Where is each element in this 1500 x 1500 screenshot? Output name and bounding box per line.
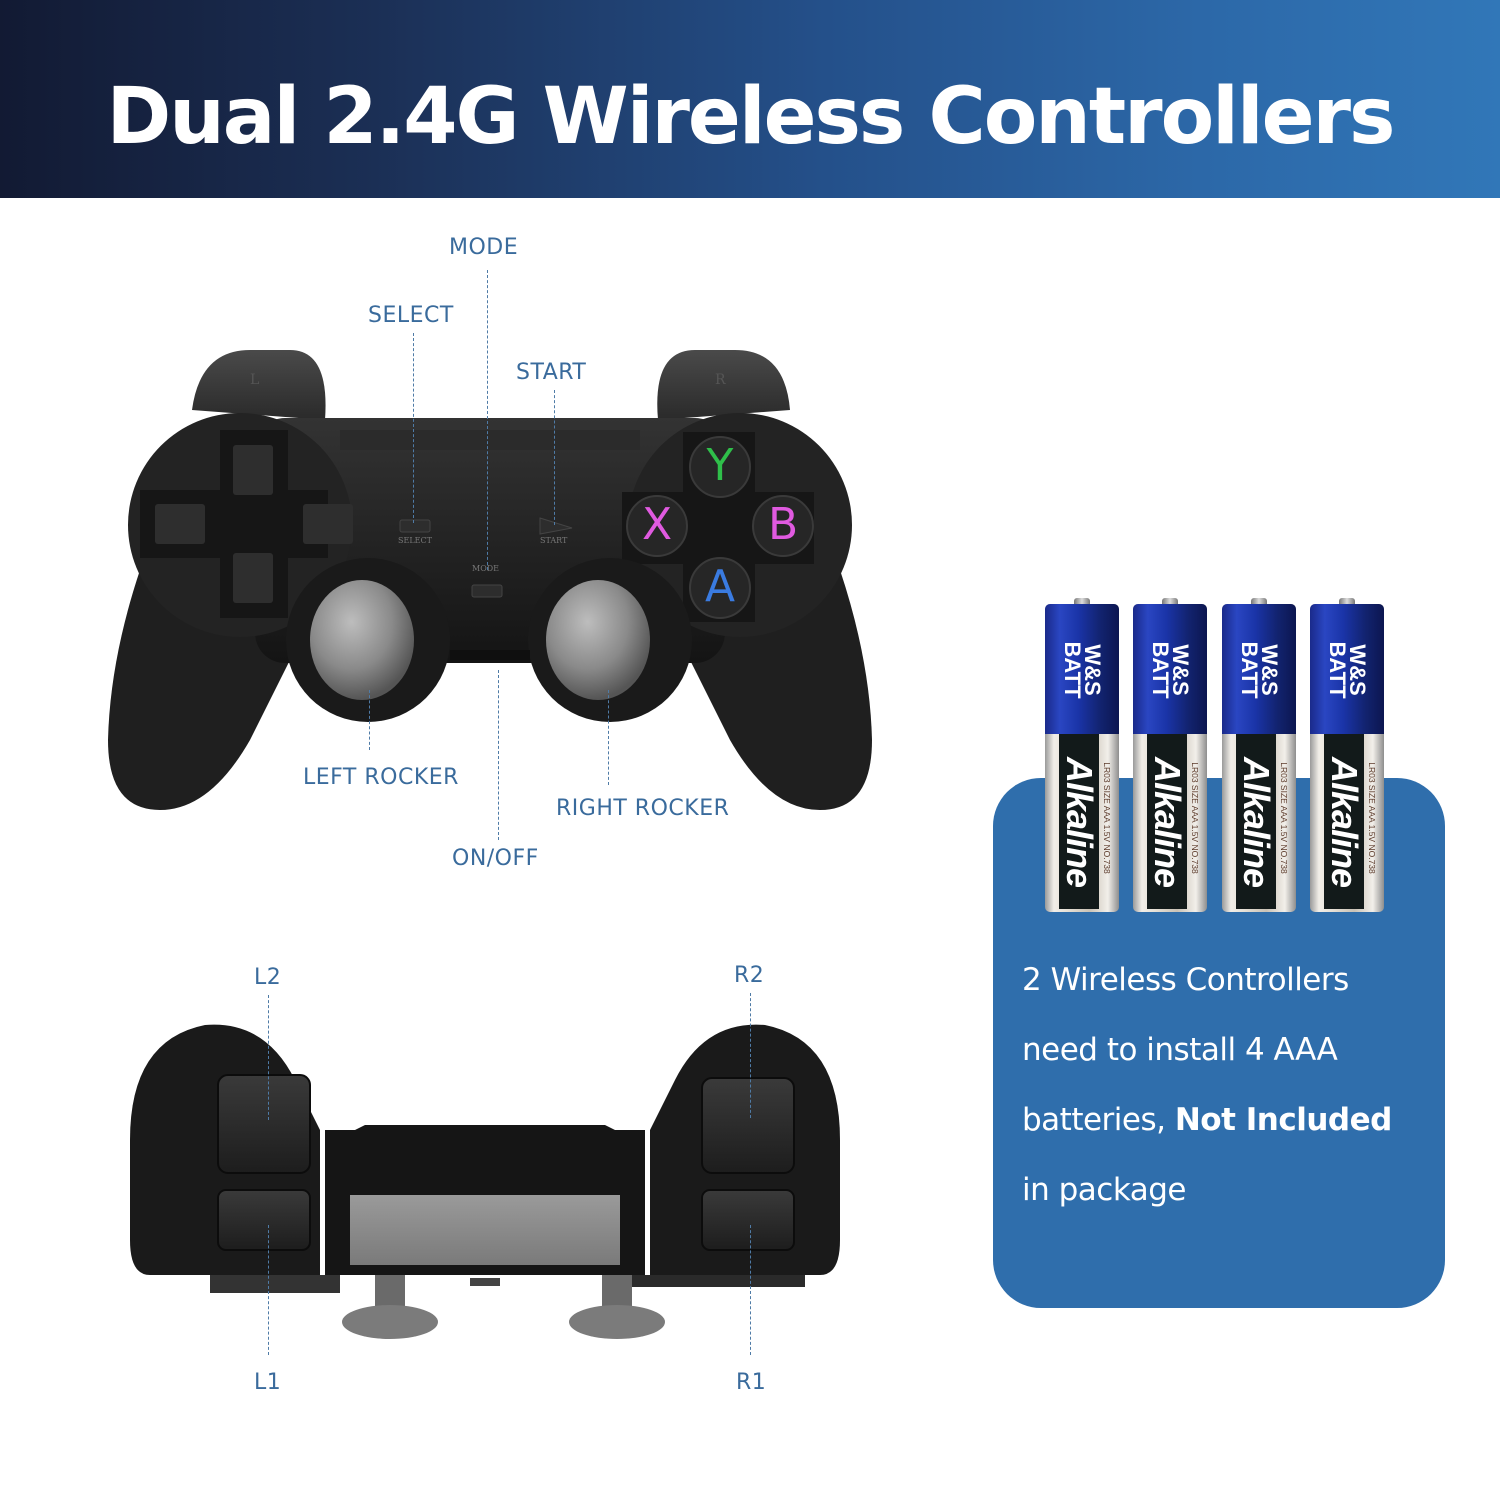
leader-r1 [750,1225,751,1355]
printed-select: SELECT [398,536,432,545]
battery-terminal-icon [1074,598,1090,606]
battery-type: Alkaline [1059,756,1100,888]
battery-notice: 2 Wireless Controllers need to install 4… [1022,945,1442,1225]
callout-start: START [516,360,587,385]
notice-line-3: batteries, Not Included [1022,1102,1392,1138]
leader-select [413,333,414,523]
callout-l2: L2 [254,965,282,990]
printed-mode: MODE [472,564,500,573]
leader-right-rocker [608,690,609,785]
notice-line-2: need to install 4 AAA [1022,1032,1338,1068]
battery-spec: LR03 SIZE AAA 1.5V NO.738 [1102,762,1112,874]
callout-right-rocker: RIGHT ROCKER [556,796,730,821]
battery-terminal-icon [1162,598,1178,606]
leader-start [554,390,555,525]
callout-r1: R1 [736,1370,767,1395]
battery-spec: LR03 SIZE AAA 1.5V NO.738 [1190,762,1200,874]
callout-left-rocker: LEFT ROCKER [303,765,459,790]
callout-r2: R2 [734,963,765,988]
battery-type: Alkaline [1236,756,1277,888]
printed-start: START [540,536,568,545]
face-button-a: A [705,561,736,612]
leader-l2 [268,995,269,1120]
battery-terminal-icon [1251,598,1267,606]
controller-back-view [125,1020,845,1340]
shoulder-mark-l: L [250,372,260,388]
leader-mode [487,270,488,570]
leader-l1 [268,1225,269,1355]
header-banner [0,0,1500,198]
leader-left-rocker [369,690,370,750]
gamepad-back-illustration [130,1024,840,1339]
face-button-y: Y [706,440,734,491]
callout-on-off: ON/OFF [452,846,539,871]
callout-l1: L1 [254,1370,282,1395]
battery-terminal-icon [1339,598,1355,606]
not-included-emphasis: Not Included [1174,1102,1392,1138]
battery-type: Alkaline [1147,756,1188,888]
gamepad-top-illustration [108,350,872,810]
battery-spec: LR03 SIZE AAA 1.5V NO.738 [1279,762,1289,874]
leader-r2 [750,993,751,1118]
face-button-b: B [768,499,799,550]
battery-type: Alkaline [1324,756,1365,888]
page-title: Dual 2.4G Wireless Controllers [106,72,1396,162]
callout-select: SELECT [368,303,454,328]
controller-top-view: Y X B A L R SELECT START MODE [100,340,880,820]
face-button-x: X [642,499,673,550]
shoulder-mark-r: R [715,372,726,388]
leader-on-off [498,670,499,840]
callout-mode: MODE [449,235,519,260]
battery-spec: LR03 SIZE AAA 1.5V NO.738 [1367,762,1377,874]
notice-line-4: in package [1022,1172,1187,1208]
notice-line-1: 2 Wireless Controllers [1022,962,1349,998]
